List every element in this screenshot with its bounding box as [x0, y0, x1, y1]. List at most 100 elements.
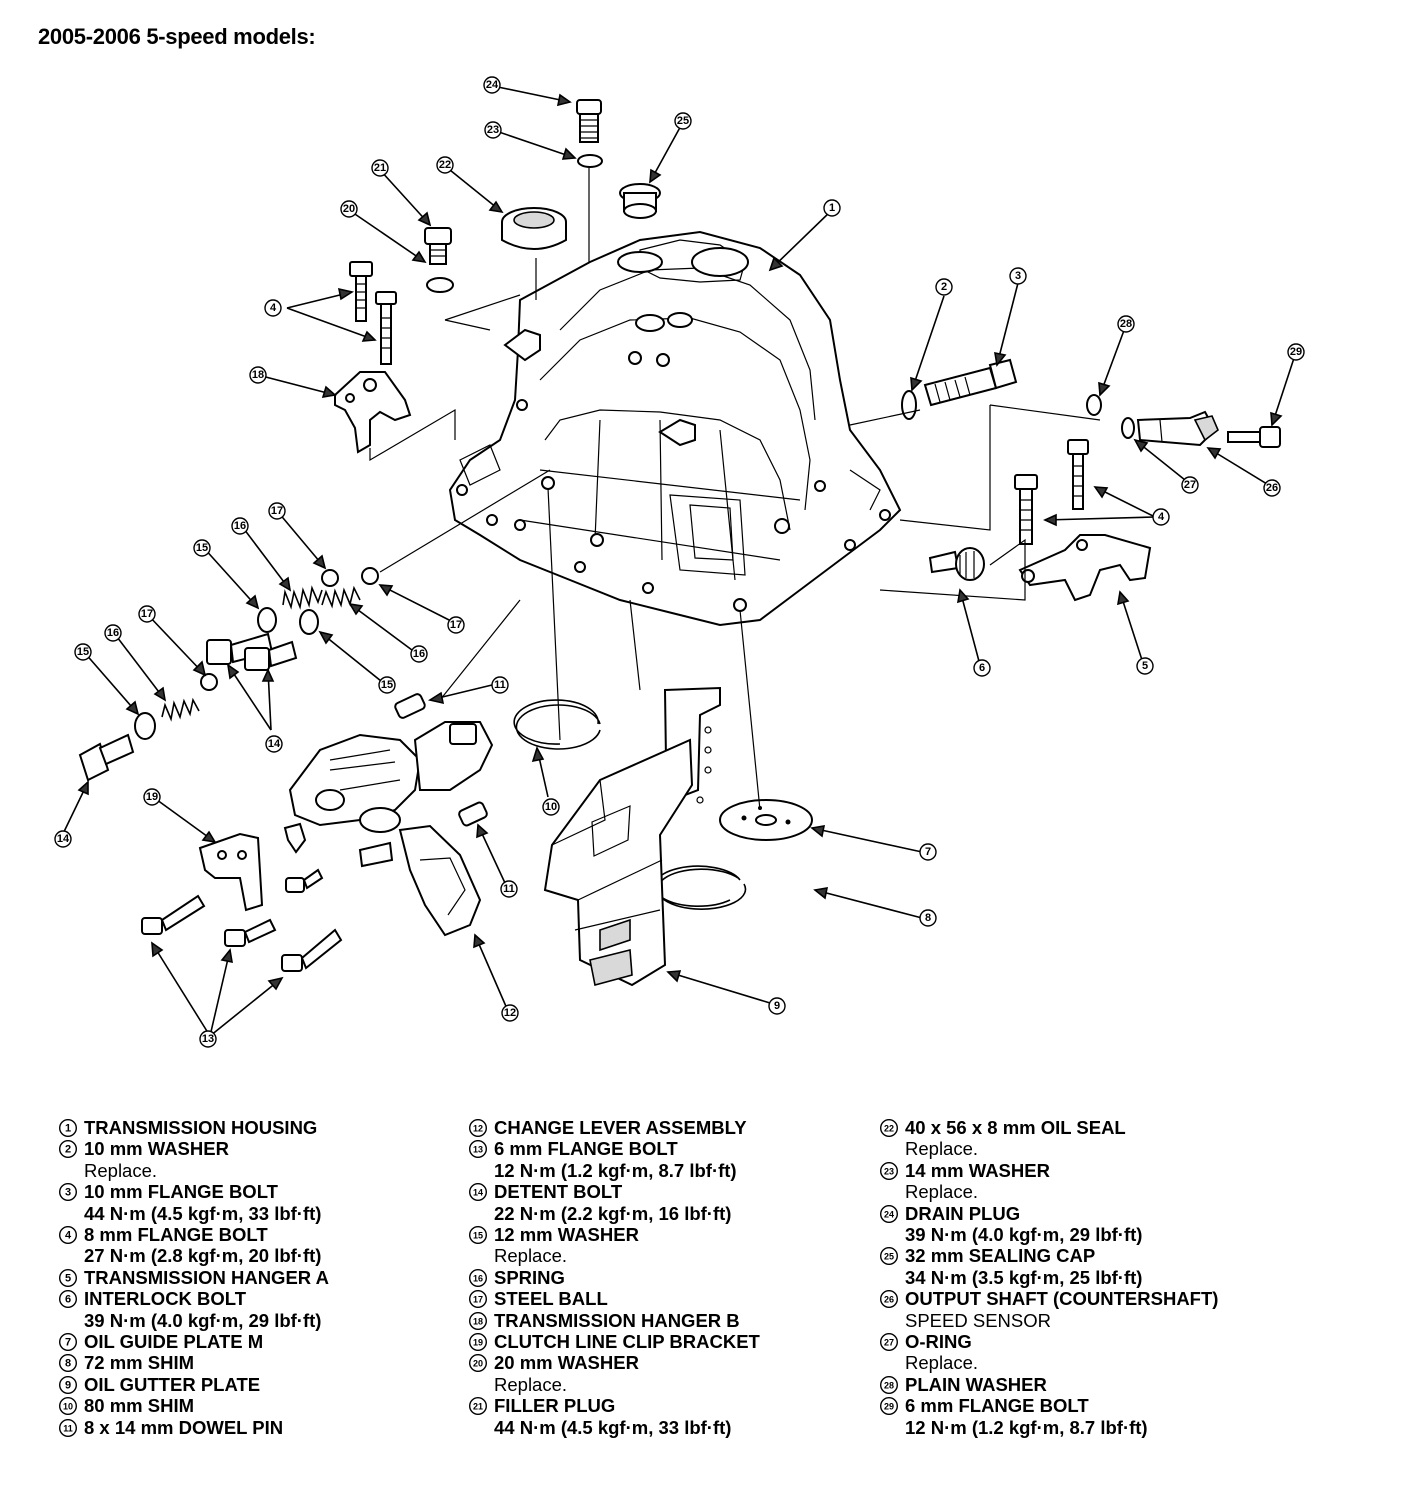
svg-text:3: 3 — [1015, 270, 1021, 282]
svg-text:9: 9 — [65, 1379, 71, 1391]
callout-6: 6 — [973, 659, 991, 677]
svg-text:21: 21 — [374, 162, 386, 174]
legend-number-badge: 13 — [468, 1139, 490, 1159]
legend-label: 12 mm WASHER — [494, 1224, 639, 1246]
legend-note: Replace. — [905, 1181, 979, 1203]
svg-text:12: 12 — [473, 1124, 483, 1134]
legend-label: O-RING — [905, 1331, 972, 1353]
o-ring-part — [1121, 417, 1135, 439]
legend-number-badge: 19 — [468, 1332, 490, 1352]
legend-label: 8 x 14 mm DOWEL PIN — [84, 1416, 284, 1438]
legend-note: Replace. — [494, 1245, 568, 1267]
change-lever-assembly-part — [283, 721, 494, 937]
svg-text:20: 20 — [343, 203, 355, 215]
callout-14b: 14 — [54, 830, 72, 848]
legend-number-badge: 22 — [879, 1118, 901, 1138]
svg-text:21: 21 — [473, 1402, 483, 1412]
callout-26: 26 — [1263, 479, 1281, 497]
leader-lines — [369, 168, 1101, 811]
legend-number-badge: 8 — [58, 1353, 80, 1373]
transmission-housing — [448, 230, 902, 627]
legend-number-badge: 10 — [58, 1396, 80, 1416]
legend-label: 40 x 56 x 8 mm OIL SEAL — [905, 1117, 1126, 1138]
legend-label: TRANSMISSION HOUSING — [84, 1117, 318, 1138]
legend-number-badge: 7 — [58, 1332, 80, 1352]
callout-16b: 16 — [410, 645, 428, 663]
legend-label: TRANSMISSION HANGER A — [84, 1266, 329, 1288]
legend-label: 20 mm WASHER — [494, 1352, 639, 1374]
legend-number-badge: 17 — [468, 1289, 490, 1309]
washer-20mm-part — [426, 277, 454, 293]
shim-80mm-part — [513, 699, 601, 750]
callout-14: 14 — [265, 735, 283, 753]
legend-number-badge: 24 — [879, 1204, 901, 1223]
svg-text:13: 13 — [473, 1145, 483, 1155]
drain-plug-part — [576, 99, 602, 143]
svg-text:29: 29 — [884, 1402, 894, 1412]
legend-label: 6 mm FLANGE BOLT — [494, 1138, 678, 1160]
svg-text:25: 25 — [884, 1252, 894, 1262]
legend-number-badge: 23 — [879, 1161, 901, 1180]
callout-18: 18 — [249, 366, 267, 384]
svg-text:16: 16 — [473, 1273, 483, 1283]
callout-15c: 15 — [74, 643, 92, 661]
callout-8: 8 — [919, 909, 937, 927]
legend-torque-spec: 12 N·m (1.2 kgf·m, 8.7 lbf·ft) — [494, 1159, 737, 1181]
svg-text:1: 1 — [829, 202, 835, 214]
svg-text:6: 6 — [65, 1294, 71, 1306]
svg-text:18: 18 — [473, 1316, 483, 1326]
svg-text:27: 27 — [884, 1338, 894, 1348]
callout-22: 22 — [436, 156, 454, 174]
svg-text:9: 9 — [774, 1000, 780, 1012]
callout-15: 15 — [193, 539, 211, 557]
legend-number-badge: 25 — [879, 1246, 901, 1266]
legend-number-badge: 20 — [468, 1353, 490, 1373]
legend-number-badge: 28 — [879, 1375, 901, 1394]
legend-number-badge: 12 — [468, 1118, 490, 1138]
svg-text:18: 18 — [252, 369, 264, 381]
flange-bolt-8mm-right-part — [1014, 439, 1089, 545]
legend-label: 10 mm FLANGE BOLT — [84, 1181, 278, 1203]
svg-text:10: 10 — [63, 1402, 73, 1412]
legend-label: OIL GUTTER PLATE — [84, 1373, 261, 1395]
svg-text:23: 23 — [487, 124, 499, 136]
oil-seal-part — [501, 207, 567, 250]
legend-label: 32 mm SEALING CAP — [905, 1245, 1096, 1267]
svg-text:15: 15 — [196, 542, 208, 554]
callout-9: 9 — [768, 997, 786, 1015]
svg-text:14: 14 — [473, 1188, 483, 1198]
flange-bolt-6mm-sensor-part — [1227, 426, 1281, 448]
callout-3: 3 — [1009, 267, 1027, 285]
spring-part — [161, 585, 361, 722]
legend-note: Replace. — [905, 1138, 979, 1160]
legend-torque-spec: 44 N·m (4.5 kgf·m, 33 lbf·ft) — [494, 1416, 732, 1438]
callout-17: 17 — [268, 502, 286, 520]
svg-text:6: 6 — [979, 662, 985, 674]
dowel-pin-part — [458, 801, 488, 827]
svg-text:24: 24 — [884, 1209, 894, 1219]
filler-plug-part — [424, 227, 452, 265]
legend-label: CLUTCH LINE CLIP BRACKET — [494, 1331, 760, 1353]
svg-text:17: 17 — [271, 505, 283, 517]
svg-text:28: 28 — [1120, 318, 1132, 330]
svg-text:14: 14 — [268, 738, 281, 750]
legend-number-badge: 14 — [468, 1182, 490, 1202]
flange-bolt-10mm-part — [923, 358, 1018, 407]
legend-torque-spec: 22 N·m (2.2 kgf·m, 16 lbf·ft) — [494, 1202, 732, 1224]
legend-label: 8 mm FLANGE BOLT — [84, 1224, 268, 1246]
svg-text:28: 28 — [884, 1380, 894, 1390]
legend-number-badge: 27 — [879, 1332, 901, 1352]
svg-text:3: 3 — [65, 1187, 71, 1199]
legend-torque-spec: 34 N·m (3.5 kgf·m, 25 lbf·ft) — [905, 1266, 1143, 1288]
